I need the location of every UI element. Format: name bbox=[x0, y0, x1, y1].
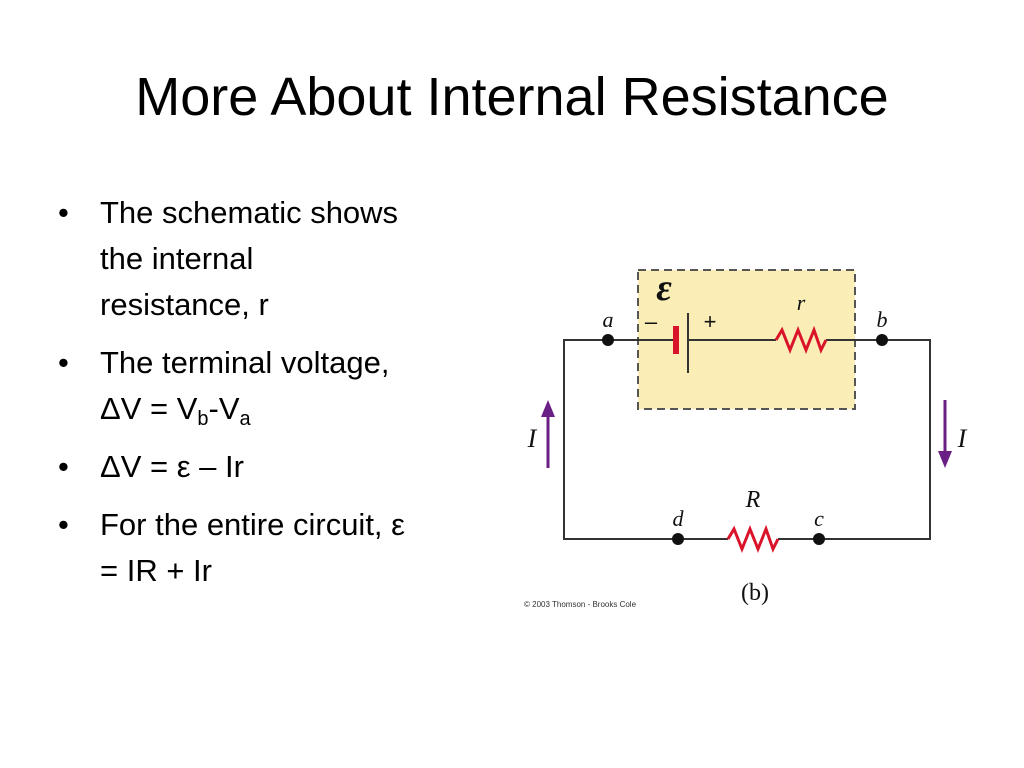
label-a: a bbox=[603, 307, 614, 332]
subscript-b: b bbox=[197, 408, 209, 430]
bullet-text: = IR + Ir bbox=[100, 553, 212, 588]
wire-right bbox=[819, 339, 931, 540]
label-b: b bbox=[877, 307, 888, 332]
node-d bbox=[672, 533, 684, 545]
bullet-marker: • bbox=[58, 345, 69, 380]
circuit-diagram: ε – + a b r d c R I I (b) © 2003 Thomson… bbox=[524, 267, 968, 609]
label-d: d bbox=[673, 506, 685, 531]
copyright-text: © 2003 Thomson - Brooks Cole bbox=[524, 600, 637, 609]
bullet-text: For the entire circuit, ε bbox=[100, 507, 405, 542]
label-R: R bbox=[745, 487, 761, 513]
bullet-marker: • bbox=[58, 195, 69, 230]
bullet-text: resistance, r bbox=[100, 287, 269, 322]
bullet-marker: • bbox=[58, 507, 69, 542]
node-a bbox=[602, 334, 614, 346]
minus-sign: – bbox=[645, 309, 658, 334]
node-b bbox=[876, 334, 888, 346]
node-c bbox=[813, 533, 825, 545]
label-I-left: I bbox=[527, 424, 538, 453]
label-c: c bbox=[814, 506, 824, 531]
bullet-list: • The schematic shows the internal resis… bbox=[58, 190, 508, 606]
bullet-item: • ΔV = ε – Ir bbox=[58, 444, 508, 490]
resistor-r bbox=[774, 325, 828, 355]
plus-sign: + bbox=[704, 309, 717, 334]
emf-label: ε bbox=[656, 267, 672, 309]
label-r: r bbox=[797, 290, 806, 315]
wire-loop bbox=[563, 339, 678, 540]
arrow-head-up-icon bbox=[541, 400, 555, 417]
formula-part: ΔV = V bbox=[100, 391, 198, 426]
bullet-item: • The schematic shows the internal resis… bbox=[58, 190, 508, 328]
bullet-text: the internal bbox=[100, 241, 254, 276]
arrow-head-down-icon bbox=[938, 451, 952, 468]
resistor-R bbox=[726, 524, 780, 554]
bullet-text-formula: ΔV = Vb-Va bbox=[100, 386, 508, 432]
figure-caption: (b) bbox=[741, 580, 769, 606]
bullet-text: ΔV = ε – Ir bbox=[100, 449, 244, 484]
battery-negative-plate bbox=[673, 326, 679, 354]
bullet-text: The terminal voltage, bbox=[100, 345, 390, 380]
bullet-item: • The terminal voltage, ΔV = Vb-Va bbox=[58, 340, 508, 432]
bullet-text: The schematic shows bbox=[100, 195, 399, 230]
slide-title: More About Internal Resistance bbox=[135, 67, 889, 127]
formula-part: -V bbox=[208, 391, 240, 426]
bullet-marker: • bbox=[58, 449, 69, 484]
bullet-item: • For the entire circuit, ε = IR + Ir bbox=[58, 502, 508, 594]
subscript-a: a bbox=[239, 408, 251, 430]
label-I-right: I bbox=[957, 424, 968, 453]
